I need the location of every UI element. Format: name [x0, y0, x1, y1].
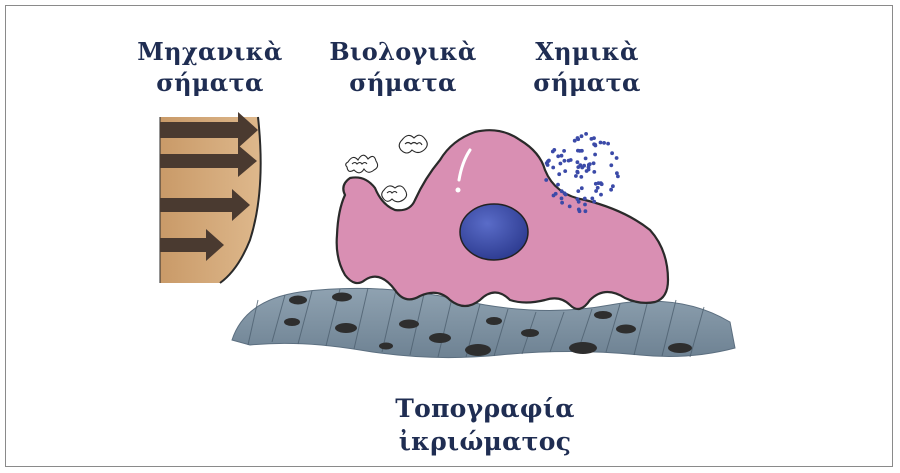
chemical-dot [594, 144, 598, 148]
chemical-signals-label: Χημικὰ σήματα [502, 36, 672, 98]
biological-signals-line2: σήματα [318, 67, 488, 98]
chemical-dot [552, 148, 556, 152]
chemical-dot [609, 188, 613, 192]
chemical-dot [563, 159, 567, 163]
cell-nucleus [460, 204, 528, 260]
chemical-dot [575, 170, 579, 174]
chemical-dot [559, 162, 563, 166]
chemical-signals-line2: σήματα [502, 67, 672, 98]
chemical-dot [597, 181, 601, 185]
scaffold-topography-label: Τοπογραφία ἰκριώματος [365, 392, 605, 458]
chemical-dot [562, 149, 566, 153]
chemical-dot [580, 186, 584, 190]
chemical-dot [577, 200, 581, 204]
chemical-dot [599, 141, 603, 145]
chemical-dot [596, 186, 600, 190]
mechanical-signals-line2: σήματα [125, 67, 295, 98]
chemical-dot [567, 159, 571, 163]
chemical-dot [568, 205, 572, 209]
mechanical-signals-line1: Μηχανικὰ [125, 36, 295, 67]
chemical-dot [611, 184, 615, 188]
chemical-dot [610, 151, 614, 155]
chemical-dot [584, 209, 588, 213]
chemical-dot [580, 134, 584, 138]
chemical-dot [587, 168, 591, 172]
biological-signals-line1: Βιολογικὰ [318, 36, 488, 67]
chemical-dot [584, 132, 588, 136]
chemical-dot [560, 189, 564, 193]
chemical-dot [578, 209, 582, 213]
chemical-signals-line1: Χημικὰ [502, 36, 672, 67]
chemical-dot [578, 149, 582, 153]
chemical-dot [563, 169, 567, 173]
chemical-dot [609, 163, 613, 167]
chemical-dot [552, 194, 556, 198]
chemical-dot [556, 154, 560, 158]
chemical-dot [615, 156, 619, 160]
chemical-dot [584, 157, 588, 161]
chemical-dot [560, 201, 564, 205]
chemical-dot [580, 166, 584, 170]
scaffold-topography-line1: Τοπογραφία [365, 392, 605, 425]
chemical-dot [574, 174, 578, 178]
chemical-dot [590, 137, 594, 141]
chemical-dot [579, 175, 583, 179]
chemical-dot [576, 189, 580, 193]
mechanical-signals-label: Μηχανικὰ σήματα [125, 36, 295, 98]
chemical-dot [592, 170, 596, 174]
chemical-dot [583, 203, 587, 207]
chemical-dot [545, 161, 549, 165]
chemical-dot [551, 166, 555, 170]
chemical-dot [615, 171, 619, 175]
chemical-dot [557, 172, 561, 176]
chemical-dot [573, 139, 577, 143]
chemical-dot [560, 197, 564, 201]
chemical-dot [599, 193, 603, 197]
chemical-dot [606, 142, 610, 146]
chemical-dot [576, 160, 580, 164]
chemical-dot [590, 197, 594, 201]
chemical-dot [556, 183, 560, 187]
chemical-dot [576, 136, 580, 140]
chemical-dot [592, 200, 596, 204]
scaffold-topography-line2: ἰκριώματος [365, 425, 605, 458]
chemical-dot [583, 197, 587, 201]
chemical-dot [592, 161, 596, 165]
chemical-dot [560, 154, 564, 158]
biological-signals-label: Βιολογικὰ σήματα [318, 36, 488, 98]
chemical-dot [602, 141, 606, 145]
chemical-dot [544, 178, 548, 182]
chemical-dot [593, 153, 597, 157]
